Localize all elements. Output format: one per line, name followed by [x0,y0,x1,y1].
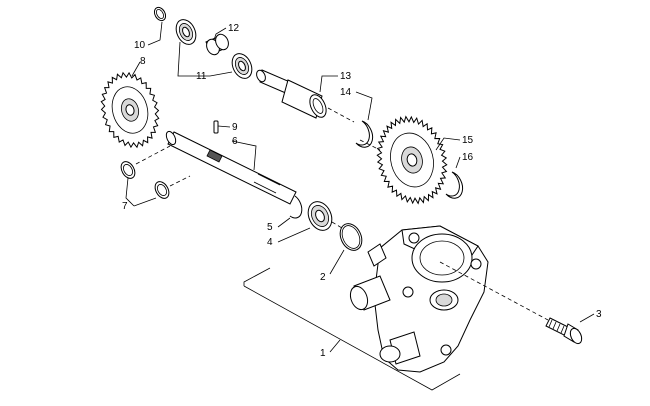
callout-6: 6 [232,136,238,147]
gear8-web [111,86,149,134]
callout-9: 9 [232,122,238,133]
leader-lines [125,21,595,353]
part-bushing-12 [205,33,229,56]
part-snap-ring-7-b [154,181,170,199]
callout-11: 11 [196,71,207,82]
part-gear-8 [100,71,160,149]
callout-2: 2 [320,272,326,283]
callout-14: 14 [340,87,352,98]
callout-1: 1 [320,348,326,359]
part-bearing-4 [307,201,333,231]
assembly-bracket-1 [243,267,461,391]
part-bearing-11-lower [231,53,253,79]
callout-13: 13 [340,71,352,82]
part-pump-housing-1 [349,225,489,373]
part-bearing-11-upper [175,19,197,45]
part-o-ring-2 [339,223,363,251]
callout-4: 4 [267,237,273,248]
callout-labels: 1 2 3 4 5 6 7 8 9 10 11 12 13 14 15 16 [122,23,602,359]
gear8-bore [125,104,135,116]
callout-7: 7 [122,201,128,212]
callout-12: 12 [228,23,240,34]
callout-8: 8 [140,56,146,67]
part-gear-15 [376,115,448,205]
part-shaft-13 [256,69,327,119]
gear15-web [390,132,434,188]
part-pin-9 [213,120,219,134]
part-snap-ring-5 [289,195,303,219]
part-shaft-6 [165,130,297,205]
part-snap-ring-10 [153,6,167,22]
part-bolt-3 [545,317,583,345]
part-snap-ring-16 [445,171,464,199]
callout-16: 16 [462,152,474,163]
callout-3: 3 [596,309,602,320]
callout-15: 15 [462,135,474,146]
part-snap-ring-7-a [120,161,136,179]
callout-10: 10 [134,40,146,51]
part-snap-ring-14 [355,120,374,148]
callout-5: 5 [267,222,273,233]
